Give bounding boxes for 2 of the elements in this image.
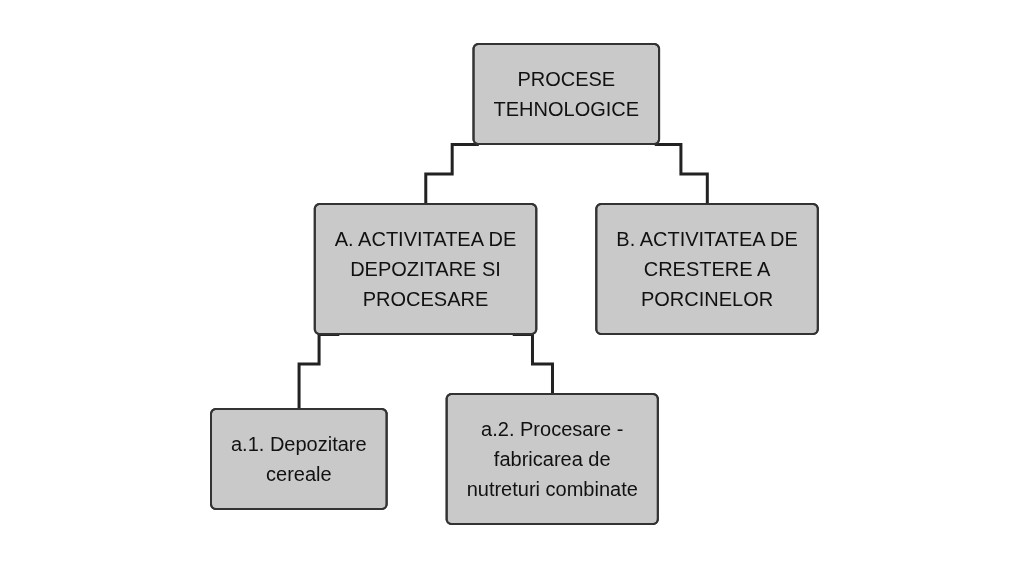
connector	[424, 143, 479, 206]
connector	[654, 143, 710, 206]
